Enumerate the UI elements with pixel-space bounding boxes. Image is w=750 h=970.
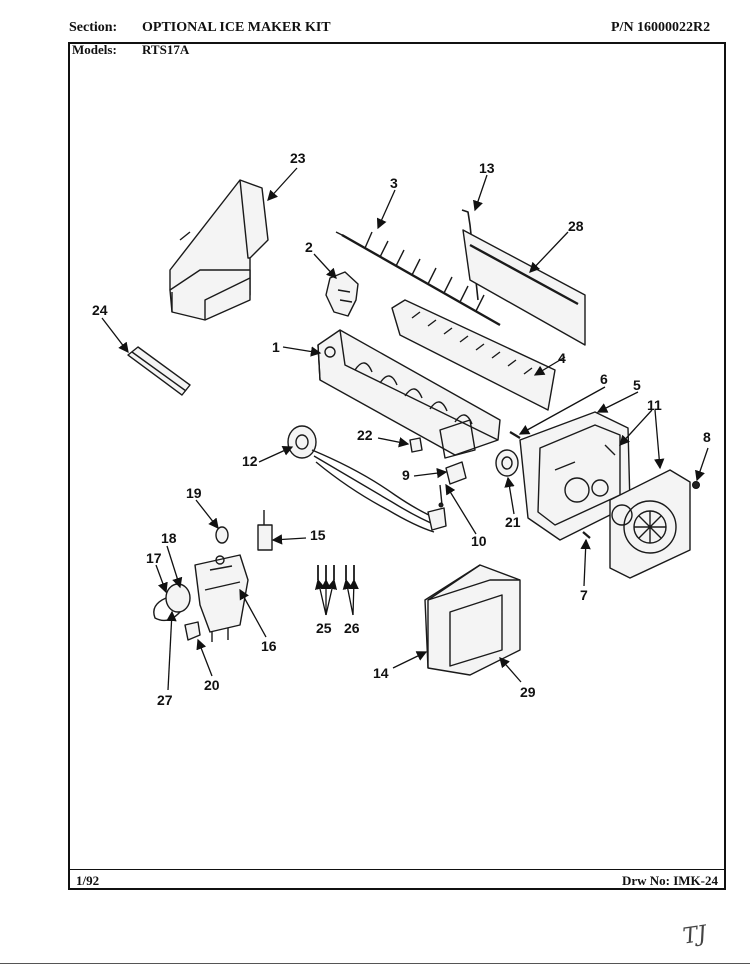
callout-20: 20: [204, 677, 220, 693]
part-23-insulation-wedge: [169, 179, 269, 321]
part-24-heater-rod: [127, 346, 191, 396]
part-4-stripper: [391, 299, 556, 411]
callout-19: 19: [186, 485, 202, 501]
handwritten-initials: TJ: [681, 921, 709, 950]
callout-23: 23: [290, 150, 306, 166]
callout-1: 1: [272, 339, 280, 355]
part-25-26-screws: [317, 565, 355, 580]
models-label: Models:: [72, 42, 117, 57]
callout-8: 8: [703, 429, 711, 445]
callout-15: 15: [310, 527, 326, 543]
part-14-29-package: [424, 564, 521, 676]
callout-labels: 23 3 13 28 2 24 1 4 6 5 11 8 22 12 9 10 …: [92, 150, 711, 708]
callout-6: 6: [600, 371, 608, 387]
footer-date: 1/92: [76, 873, 100, 888]
callout-4: 4: [558, 350, 566, 366]
part-11-motor-plate: [609, 469, 691, 579]
callout-9: 9: [402, 467, 410, 483]
callout-16: 16: [261, 638, 277, 654]
callout-5: 5: [633, 377, 641, 393]
part-19-grommet: [215, 526, 229, 544]
callout-14: 14: [373, 665, 389, 681]
part-15-connector: [257, 510, 273, 551]
diagram-frame: Models: RTS17A 1/92 Drw No: IMK-24: [68, 42, 726, 890]
callout-18: 18: [161, 530, 177, 546]
callout-21: 21: [505, 514, 521, 530]
part-3-ejector-blades: [335, 231, 501, 327]
part-9-10-clip: [438, 461, 467, 508]
part-2-bracket: [325, 271, 359, 317]
part-21-gear: [495, 449, 519, 477]
callout-26: 26: [344, 620, 360, 636]
part-number: P/N 16000022R2: [611, 20, 711, 35]
screws-6-7-8: [509, 431, 700, 539]
callout-24: 24: [92, 302, 108, 318]
callout-28: 28: [568, 218, 584, 234]
callout-13: 13: [479, 160, 495, 176]
leader-arrows: [101, 167, 709, 691]
part-22-cap: [409, 437, 423, 453]
part-20-clamp: [184, 621, 201, 641]
callout-7: 7: [580, 587, 588, 603]
callout-10: 10: [471, 533, 487, 549]
callout-12: 12: [242, 453, 258, 469]
callout-3: 3: [390, 175, 398, 191]
callout-11: 11: [647, 397, 662, 413]
part-12-wire-harness: [287, 425, 447, 533]
section-label: Section:: [69, 20, 118, 35]
footer-divider: [70, 869, 724, 870]
models-value: RTS17A: [142, 42, 190, 57]
page-bottom-rule: [0, 963, 750, 964]
callout-2: 2: [305, 239, 313, 255]
drawing-number: Drw No: IMK-24: [621, 873, 718, 888]
callout-22: 22: [357, 427, 373, 443]
callout-27: 27: [157, 692, 173, 708]
callout-29: 29: [520, 684, 536, 700]
part-28-cover-strip: [462, 229, 586, 346]
callout-25: 25: [316, 620, 332, 636]
section-title: OPTIONAL ICE MAKER KIT: [142, 20, 331, 35]
callout-17: 17: [146, 550, 162, 566]
part-16-water-valve: [153, 554, 249, 642]
